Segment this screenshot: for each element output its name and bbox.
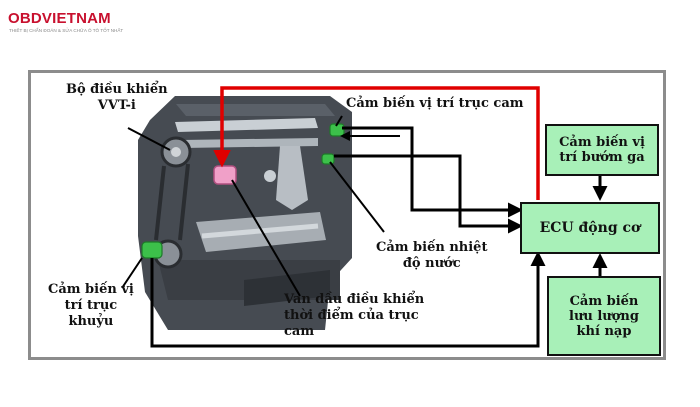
crank-sensor-part (141, 241, 163, 259)
label-coolant-temp-sensor: Cảm biến nhiệt độ nước (376, 240, 488, 271)
maf-sensor-box: Cảm biến lưu lượng khí nạp (547, 276, 661, 356)
leader-vvti (127, 127, 171, 151)
label-cam-position-sensor: Cảm biến vị trí trục cam (346, 96, 524, 111)
leader-crank (121, 257, 143, 289)
brand-logo: OBDVIETNAM THIẾT BỊ CHẨN ĐOÁN & SỬA CHỮA… (8, 10, 158, 40)
signal-line-crank (150, 251, 546, 348)
brand-name: OBDVIETNAM (8, 10, 111, 27)
signal-line-cam (342, 126, 523, 218)
coolant-sensor-part (321, 153, 335, 165)
engine-illustration (138, 96, 352, 330)
ecu-box: ECU động cơ (520, 202, 660, 254)
signal-line-coolant (334, 154, 523, 234)
maf-sensor-box-label: Cảm biến lưu lượng khí nạp (569, 293, 639, 339)
throttle-sensor-box: Cảm biến vị trí bướm ga (545, 124, 659, 176)
label-crank-position-sensor: Cảm biến vị trí trục khuỷu (48, 282, 134, 329)
leader-coolant (329, 161, 385, 233)
throttle-sensor-box-label: Cảm biến vị trí bướm ga (559, 135, 645, 165)
label-ocv: Van dầu điều khiển thời điểm của trục ca… (284, 292, 425, 339)
brand-tagline: THIẾT BỊ CHẨN ĐOÁN & SỬA CHỮA Ô TÔ TỐT N… (9, 28, 124, 33)
leader-ocv (231, 179, 301, 297)
ecu-box-label: ECU động cơ (539, 220, 641, 236)
control-line-ecu-to-ocv (213, 86, 540, 200)
leader-cam (335, 115, 343, 127)
label-vvti-controller: Bộ điều khiển VVT-i (66, 82, 168, 113)
